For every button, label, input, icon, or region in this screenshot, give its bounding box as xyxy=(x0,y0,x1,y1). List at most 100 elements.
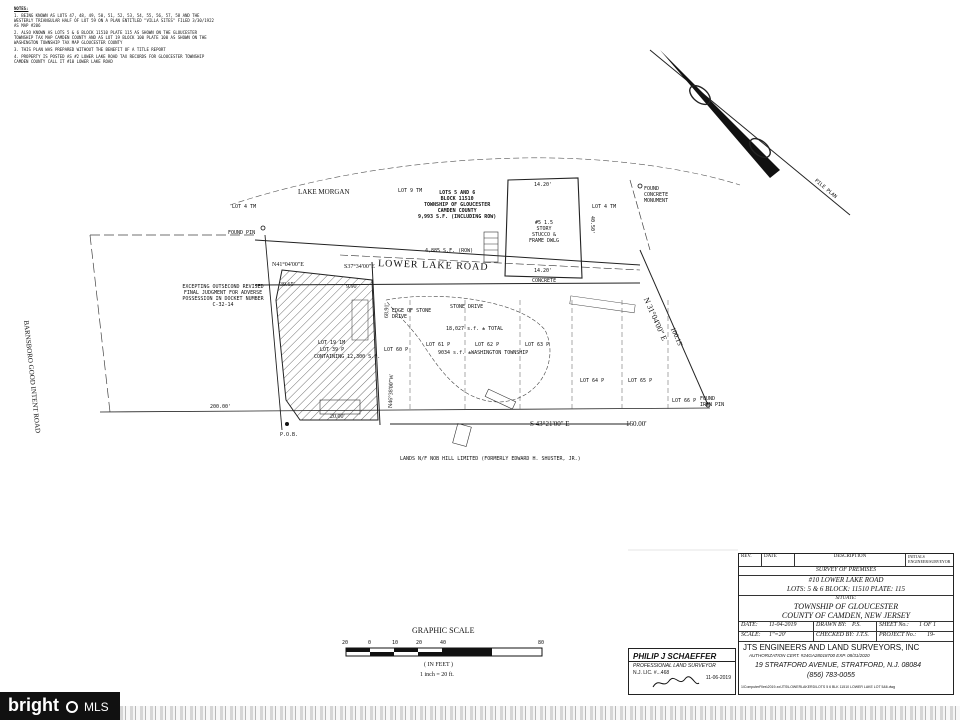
pob: P.O.B. xyxy=(280,432,299,438)
row-area: 4,885 S.F. (ROW) xyxy=(425,248,474,254)
graphic-scale-title: GRAPHIC SCALE xyxy=(412,626,475,635)
note-item: 4. PROPERTY IS POSTED AS #2 LOWER LAKE R… xyxy=(14,54,205,64)
init-col: INITIALS ENGINEER/SURVEYOR xyxy=(908,554,951,564)
distance-b: 9.90' xyxy=(346,284,358,290)
block-no: BLOCK 11510 xyxy=(440,196,474,202)
scale-tick: 20 xyxy=(342,640,349,646)
revision-header: REV. DATE DESCRIPTION INITIALS ENGINEER/… xyxy=(739,554,953,567)
found-iron-pin: FOUND IRON PIN xyxy=(700,396,725,408)
excepting-note: EXCEPTING OUTSECOND REVISED FINAL JUDGME… xyxy=(182,284,264,308)
rev-col: REV. xyxy=(739,554,762,566)
bright-mls-watermark: bright MLS xyxy=(0,692,120,720)
note-item: 3. THIS PLAN WAS PREPARED WITHOUT THE BE… xyxy=(14,47,166,52)
lot-9: LOT 9 TM xyxy=(398,188,423,194)
edge-stone-drive: EDGE OF STONE DRIVE xyxy=(392,308,432,320)
lot-19b: LOT 39 P xyxy=(320,347,345,353)
lands-of: LANDS N/F NOB HILL LIMITED (FORMERLY EDW… xyxy=(400,456,581,462)
file-path: 1\ComputerFiles\2019-xx\JTS\LOWERLAKERD\… xyxy=(741,685,896,689)
stone-drive: STONE DRIVE xyxy=(450,304,484,310)
washington-area: 9034 s.f. ±WASHINGTON TOWNSHIP xyxy=(438,350,529,356)
surveyor-name: PHILIP J SCHAEFFER xyxy=(629,649,735,662)
notes-block: NOTES: 1. BEING KNOWN AS LOTS 47, 48, 49… xyxy=(14,6,214,66)
address: #10 LOWER LAKE ROAD xyxy=(808,576,884,584)
sheet-value: 1 OF 1 xyxy=(919,622,936,628)
county: CAMDEN COUNTY xyxy=(437,208,477,214)
info-row-1: DATE: 11-04-2019 DRAWN BY: P.S. SHEET No… xyxy=(739,622,953,632)
scale-value: 1"=20' xyxy=(769,632,814,641)
scale-tick: 0 xyxy=(368,640,372,646)
checked-value: J.T.S. xyxy=(856,632,877,641)
company-street: 19 STRATFORD AVENUE, STRATFORD, N.J. 080… xyxy=(755,662,921,669)
distance-c: 68.91' xyxy=(384,303,391,319)
signature-icon xyxy=(652,676,700,688)
bright-logo-icon xyxy=(66,701,78,713)
bright-brand: bright xyxy=(8,695,59,715)
project-label: PROJECT No.: xyxy=(879,632,917,638)
company-name: JTS ENGINEERS AND LAND SURVEYORS, INC xyxy=(743,643,920,652)
dim-bottom: 14.20' xyxy=(534,268,553,274)
distance-bottom: 160.00' xyxy=(626,420,647,428)
lot-63: LOT 63 P xyxy=(525,342,550,348)
desc-col: DESCRIPTION xyxy=(795,554,906,566)
surveyor-stamp: PHILIP J SCHAEFFER PROFESSIONAL LAND SUR… xyxy=(628,648,736,695)
lot-60: LOT 60 P xyxy=(384,347,409,353)
found-pin: FOUND PIN xyxy=(228,230,256,236)
stamp-date: 11-06-2019 xyxy=(705,675,731,681)
frame-dwelling: #5 1.5 STORY STUCCO & FRAME DWLG xyxy=(528,220,560,244)
lots-5-6-block: LOTS 5 AND 6 BLOCK 11510 TOWNSHIP OF GLO… xyxy=(418,190,496,220)
lots-5-6: LOTS 5 AND 6 xyxy=(439,190,476,196)
distance-d: 20.00' xyxy=(330,414,345,420)
surveyor-title: PROFESSIONAL LAND SURVEYOR xyxy=(633,663,716,669)
lot-19: LOT 19 1M xyxy=(318,340,346,346)
lot-4-right: LOT 4 TM xyxy=(592,204,617,210)
found-monument: FOUND CONCRETE MONUMENT xyxy=(644,186,669,204)
county-name: COUNTY OF CAMDEN, NEW JERSEY xyxy=(739,611,953,622)
date-label: DATE: xyxy=(741,622,758,628)
scale-tick: 40 xyxy=(440,640,447,646)
info-row-2: SCALE: 1"=20' CHECKED BY: J.T.S. PROJECT… xyxy=(739,632,953,642)
scale-tick: 10 xyxy=(392,640,399,646)
scale-unit: ( IN FEET ) xyxy=(424,662,454,668)
lots-line: LOTS: 5 & 6 BLOCK: 11510 PLATE: 115 xyxy=(739,585,953,596)
dim-top: 14.20' xyxy=(534,182,553,188)
lot-62: LOT 62 P xyxy=(475,342,500,348)
township: TOWNSHIP OF GLOUCESTER xyxy=(424,202,491,208)
lot-65: LOT 65 P xyxy=(628,378,653,384)
bearing-vertical: N46°38'00"W xyxy=(388,374,396,409)
scale-tick: 80 xyxy=(538,640,545,646)
survey-of: SURVEY OF PREMISES xyxy=(739,567,953,576)
lot-66: LOT 66 P xyxy=(672,398,697,404)
notes-heading: NOTES: xyxy=(14,6,29,11)
lot-61: LOT 61 P xyxy=(426,342,451,348)
bearing-lot19: N41°04'00"E xyxy=(272,262,304,268)
lot-64: LOT 64 P xyxy=(580,378,605,384)
scale-tick: 20 xyxy=(416,640,423,646)
lot-19-containing: CONTAINING 12,300 S.F. xyxy=(314,354,381,360)
situate: SITUATE: xyxy=(835,596,857,601)
total-area: 18,027 s.f. ± TOTAL xyxy=(446,326,504,332)
township-name: TOWNSHIP OF GLOUCESTER xyxy=(793,602,899,611)
dim-side: 40.50' xyxy=(589,215,596,235)
checked-label: CHECKED BY: xyxy=(816,632,855,638)
project-value: 19- xyxy=(927,632,935,638)
area-incl-row: 9,993 S.F. (INCLUDING ROW) xyxy=(418,214,497,220)
note-item: 1. BEING KNOWN AS LOTS 47, 48, 49, 50, 5… xyxy=(14,13,214,28)
title-block: REV. DATE DESCRIPTION INITIALS ENGINEER/… xyxy=(738,553,954,695)
drawn-label: DRAWN BY: xyxy=(816,622,847,628)
bearing-top: S37°34'00"E xyxy=(344,264,375,270)
mls-suffix: MLS xyxy=(84,700,109,714)
scale-ratio: 1 inch = 20 ft. xyxy=(420,672,454,678)
company-phone: (856) 783-0055 xyxy=(807,672,855,679)
date-value: 11-04-2019 xyxy=(769,622,814,631)
note-item: 2. ALSO KNOWN AS LOTS 5 & 6 BLOCK 11510 … xyxy=(14,30,207,45)
distance-200: 200.00' xyxy=(210,404,232,410)
drawn-value: P.S. xyxy=(852,622,877,631)
lot-4-left: LOT 4 TM xyxy=(232,204,257,210)
date-col: DATE xyxy=(762,554,795,566)
authorization: AUTHORIZATION CERT. #24GA28018700 EXP. 0… xyxy=(749,653,870,658)
bearing-bottom: S 43°21'00" E xyxy=(530,420,570,428)
scan-artifact xyxy=(120,706,960,720)
scale-label: SCALE: xyxy=(741,632,761,638)
concrete-pad: CONCRETE xyxy=(532,278,557,284)
